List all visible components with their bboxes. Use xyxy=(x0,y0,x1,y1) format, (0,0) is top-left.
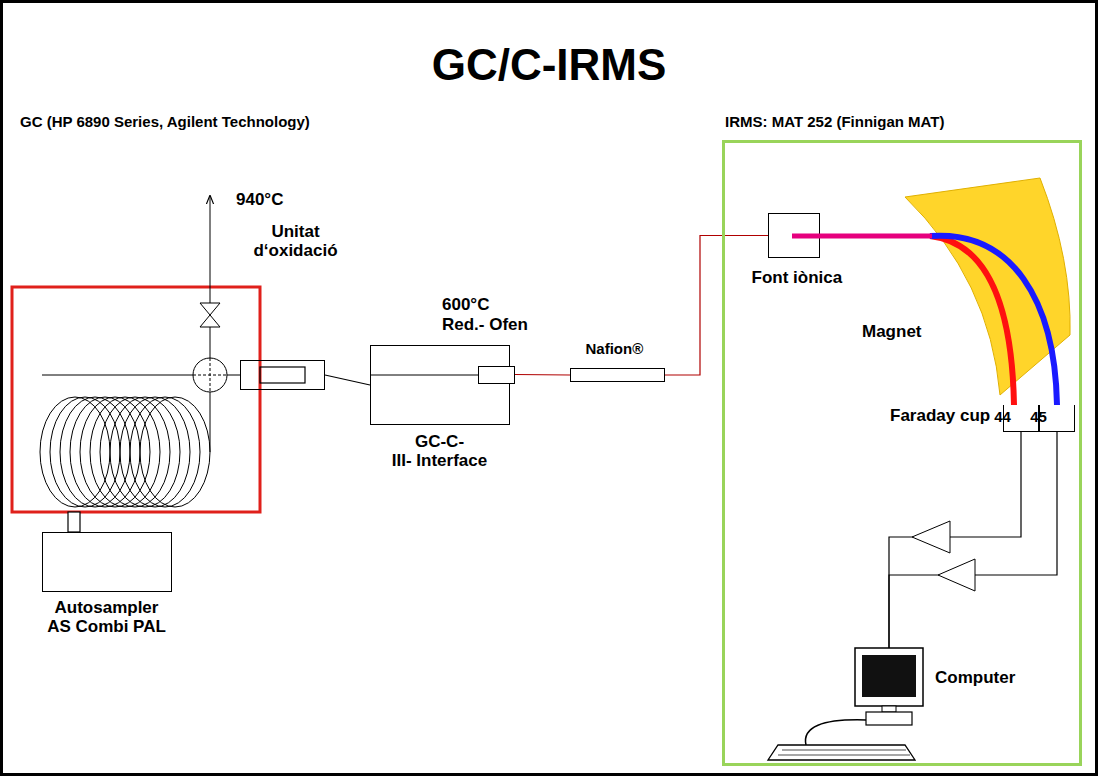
column-wire xyxy=(210,392,211,452)
reduction-oven: 600°C Red.- Ofen xyxy=(478,366,515,384)
interface-box: GC-C-III- Interface600°C Red.- Ofen xyxy=(370,345,510,425)
ion-beam-44 xyxy=(930,236,1014,405)
valve-cross xyxy=(193,358,227,392)
magnet-sector xyxy=(905,178,1070,395)
temperature-label: 940°C xyxy=(236,190,283,210)
connector xyxy=(665,236,768,376)
gc-oven xyxy=(12,287,260,512)
title: GC/C-IRMS xyxy=(0,40,1098,91)
gc-heading: GC (HP 6890 Series, Agilent Technology) xyxy=(20,113,310,130)
irms-housing: IRMS: MAT 252 (Finnigan MAT)Font iònicaM… xyxy=(722,140,1082,766)
node-label: 600°C Red.- Ofen xyxy=(442,295,552,334)
vent-line xyxy=(210,196,211,358)
split-valve xyxy=(193,358,227,392)
magnet: Magnet xyxy=(900,175,1075,400)
detector-label: Faraday cup xyxy=(890,406,990,426)
ion-beam xyxy=(792,234,932,239)
interface-line xyxy=(370,375,478,376)
monitor xyxy=(855,648,923,706)
node-label: Magnet xyxy=(862,322,922,342)
node-label: Nafion® xyxy=(586,340,644,357)
node-label: Font iònica xyxy=(752,268,843,288)
ion-source: Font iònica xyxy=(768,213,820,258)
connector xyxy=(515,374,571,376)
connector xyxy=(889,432,1057,648)
injector-needle xyxy=(68,512,80,532)
connector xyxy=(325,375,370,385)
node-label: GC-C-III- Interface xyxy=(380,432,500,471)
computer-icon xyxy=(765,648,960,765)
keyboard-cable xyxy=(806,720,867,745)
coil-winding xyxy=(140,397,210,507)
keyboard-keys xyxy=(778,750,910,755)
computer: Computer xyxy=(765,648,960,765)
node-label: 45 xyxy=(1021,408,1057,425)
oxidation-tube xyxy=(260,367,305,383)
amplifier xyxy=(912,521,950,553)
computer-base xyxy=(866,712,912,725)
node-label: IRMS: MAT 252 (Finnigan MAT) xyxy=(725,113,944,130)
connector xyxy=(889,432,1021,648)
nafion-tube: Nafion® xyxy=(570,368,665,382)
column-coil xyxy=(40,397,210,507)
screen xyxy=(862,655,916,697)
oxidation-unit: Unitat d‘oxidació xyxy=(240,360,325,390)
keyboard xyxy=(768,745,915,760)
monitor-stand xyxy=(882,706,896,712)
vent-valve xyxy=(200,303,220,327)
faraday-cup: 45 xyxy=(1039,405,1075,432)
node-label: Autosampler AS Combi PAL xyxy=(22,598,192,637)
autosampler-box: Autosampler AS Combi PAL xyxy=(42,532,172,592)
amplifier xyxy=(938,559,975,591)
ion-beam-45 xyxy=(930,236,1057,405)
magnet-shape xyxy=(900,175,1075,400)
node-label: Unitat d‘oxidació xyxy=(236,222,356,261)
node-label: Computer xyxy=(935,668,1015,688)
